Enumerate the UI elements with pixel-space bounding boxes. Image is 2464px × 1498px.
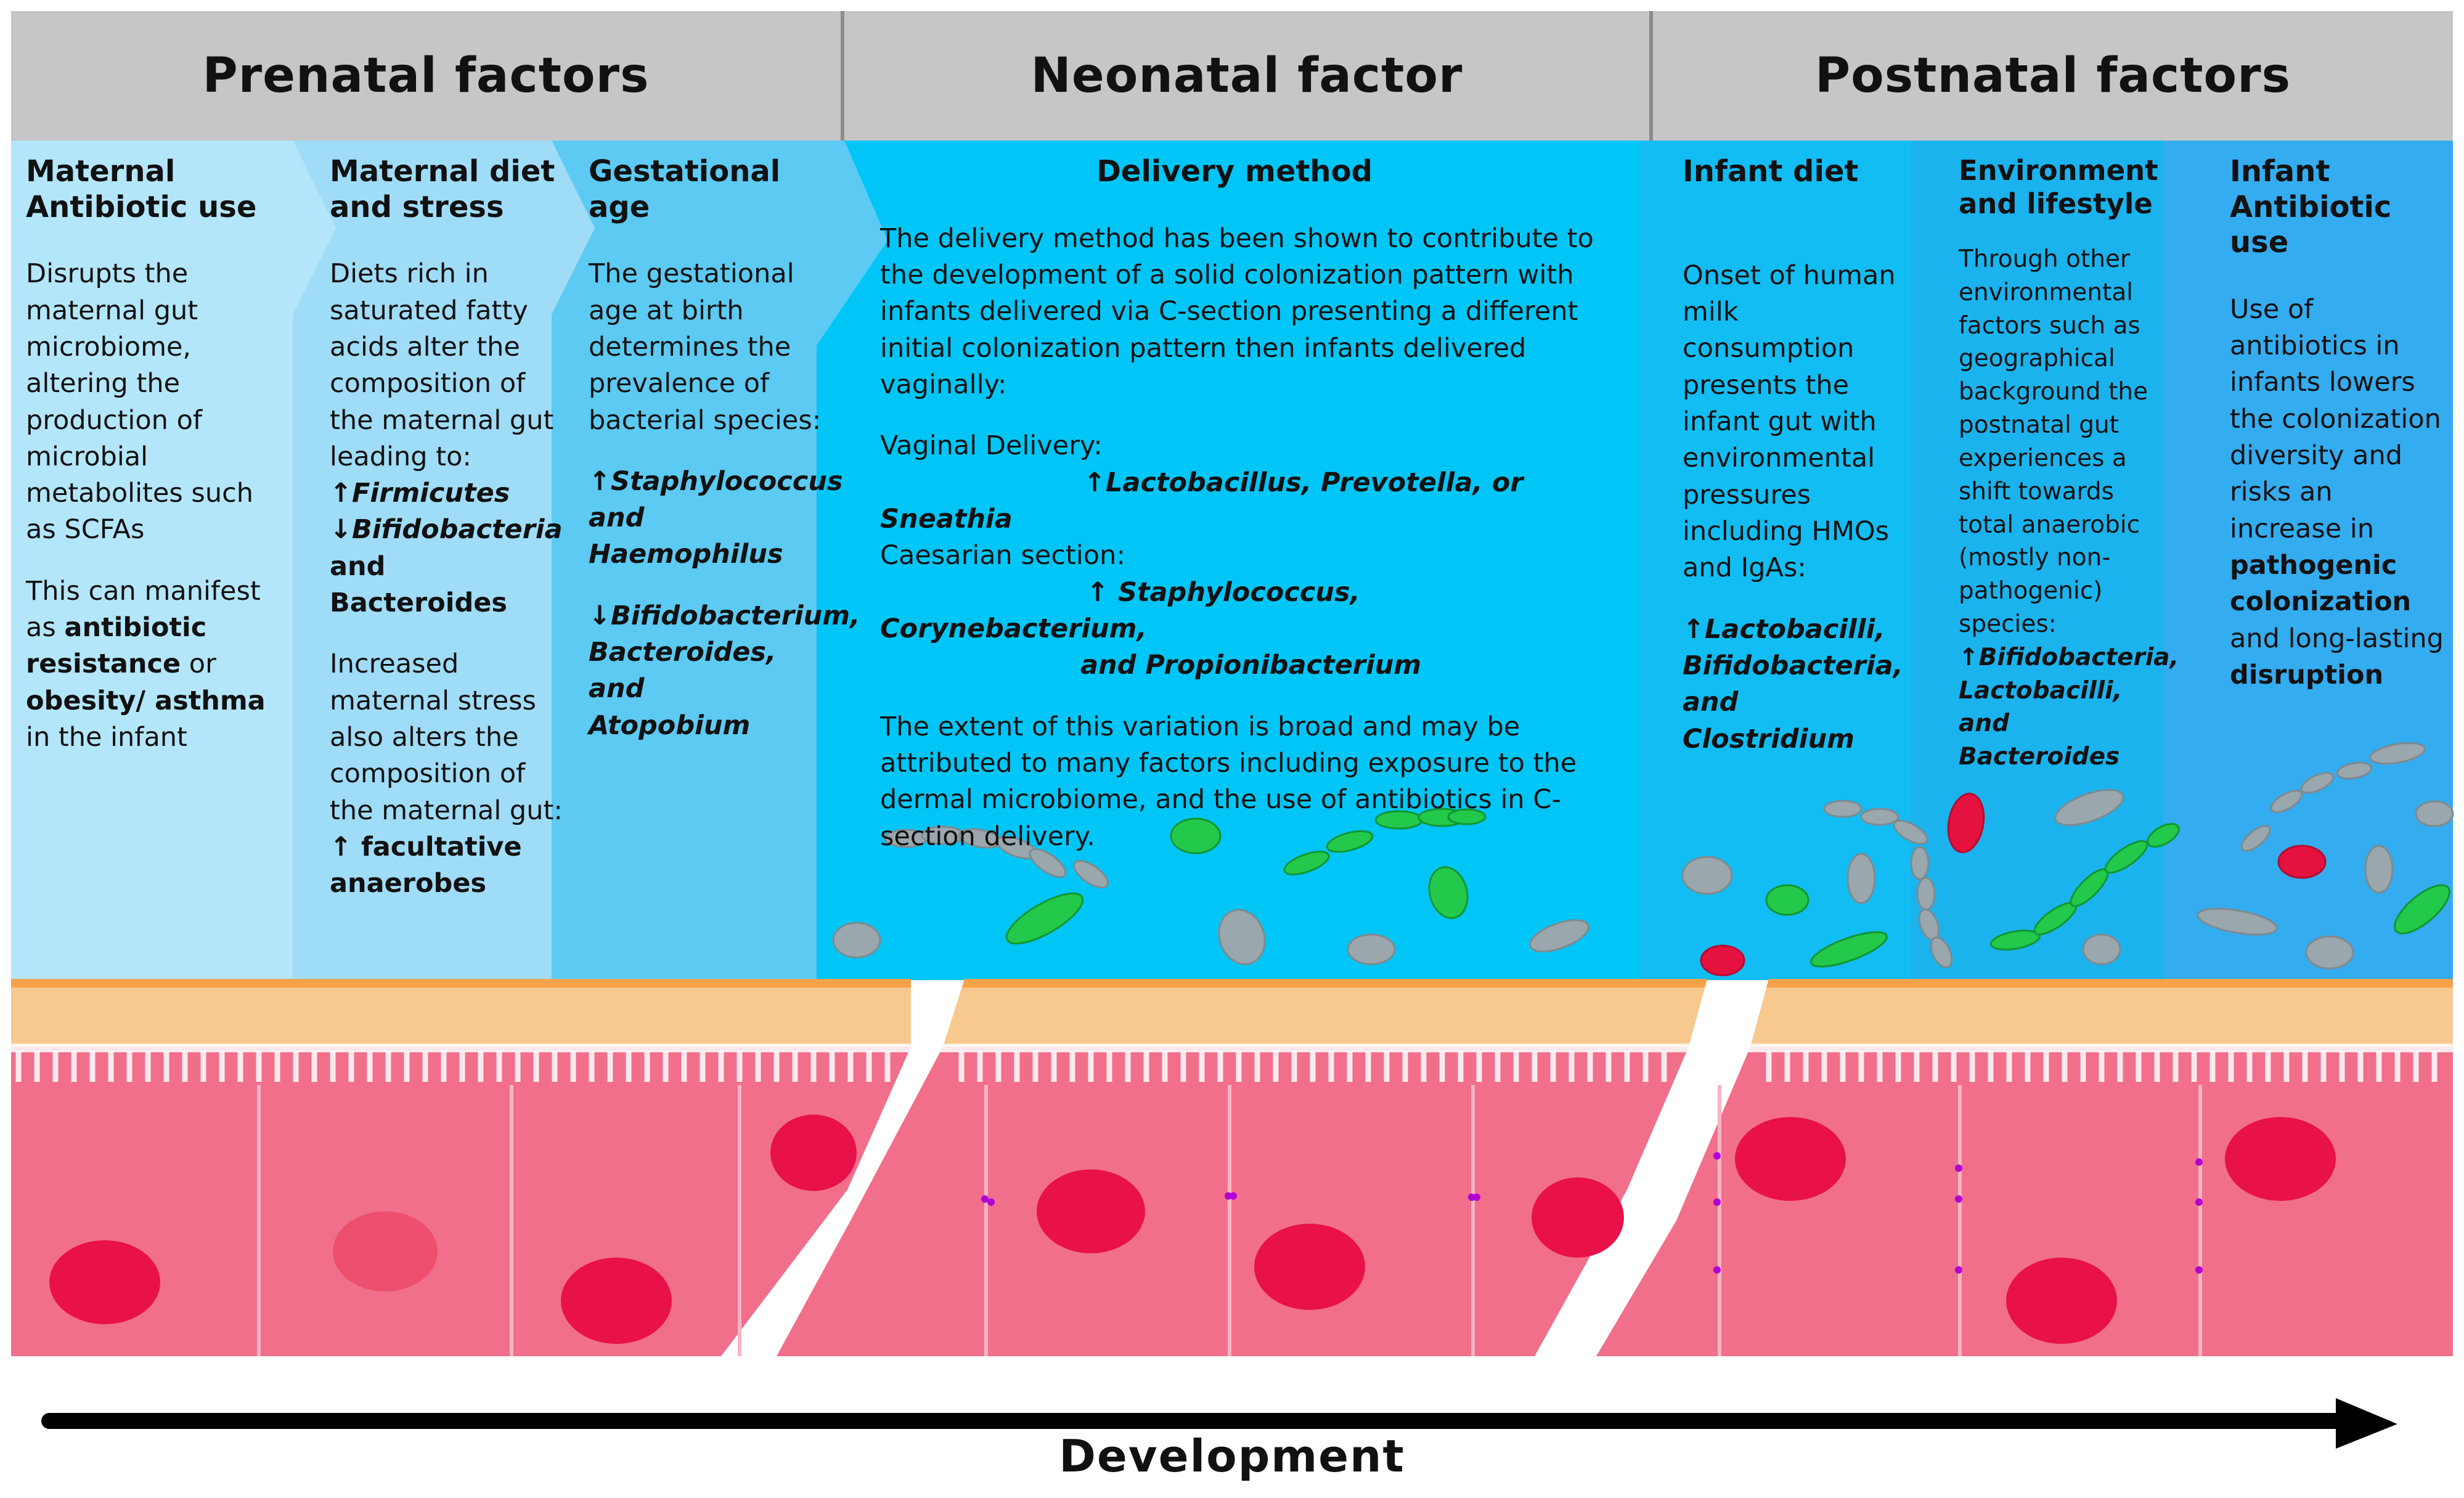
maternal-antibiotic-title: Maternal Antibiotic use <box>26 154 257 224</box>
bacteria-cluster-green <box>1005 808 2450 968</box>
band-delivery <box>817 141 1639 980</box>
gestational-age-down: ↓Bifidobacterium, Bacteroides, and Atopo… <box>589 600 860 741</box>
header-divider <box>1649 11 1653 141</box>
maternal-stress-text: Increased maternal stress also alters th… <box>330 649 563 899</box>
band-gestational-age <box>552 141 887 980</box>
environment-text: Through other environmental factors such… <box>1959 245 2179 771</box>
delivery-vaginal: Vaginal Delivery: ↑Lactobacillus, Prevot… <box>880 430 1524 681</box>
maternal-diet-title: Maternal diet and stress <box>330 154 555 224</box>
maternal-antibiotic-text: Disrupts the maternal gut microbiome, al… <box>26 258 253 546</box>
delivery-variation: The extent of this variation is broad an… <box>880 711 1577 852</box>
infant-diet-text: Onset of human milk consumption presents… <box>1683 260 1896 584</box>
environment-title: Environment and lifestyle <box>1959 154 2158 220</box>
band-infant-antibiotic <box>2163 141 2453 980</box>
development-label: Development <box>1059 1430 1405 1482</box>
header-postnatal: Postnatal factors <box>1653 11 2453 141</box>
col-maternal-antibiotic: Maternal Antibiotic use Disrupts the mat… <box>26 154 285 780</box>
col-delivery-method: Delivery method The delivery method has … <box>880 154 1626 880</box>
bacteria-cluster-red <box>1700 792 2327 976</box>
band-infant-diet <box>1639 141 1911 980</box>
band-maternal-diet <box>293 141 595 980</box>
band-maternal-antibiotic <box>11 141 336 980</box>
cell-nuclei <box>49 1115 2336 1344</box>
infant-antibiotic-text: Use of antibiotics in infants lowers the… <box>2230 293 2444 691</box>
gestational-age-up: ↑Staphylococcus and Haemophilus <box>589 465 843 570</box>
maternal-antibiotic-outcome: This can manifest as antibiotic resistan… <box>26 575 266 753</box>
gestational-age-text: The gestational age at birth determines … <box>589 258 822 436</box>
header-prenatal: Prenatal factors <box>11 11 841 141</box>
development-arrow <box>41 1398 2397 1449</box>
infant-diet-up: ↑Lactobacilli, Bifidobacteria, and Clost… <box>1683 613 1903 755</box>
bacteria-cluster <box>832 742 2454 970</box>
mucus-layer <box>11 979 2453 1047</box>
gestational-age-title: Gestational age <box>589 154 781 224</box>
infant-diet-title: Infant diet <box>1683 154 1859 189</box>
header-divider <box>841 11 844 141</box>
col-gestational-age: Gestational age The gestational age at b… <box>589 154 860 769</box>
tight-junctions <box>981 1152 2203 1274</box>
infant-antibiotic-title: Infant Antibiotic use <box>2230 154 2392 260</box>
maternal-diet-text: Diets rich in saturated fatty acids alte… <box>330 258 563 619</box>
col-infant-antibiotic: Infant Antibiotic use Use of antibiotics… <box>2230 154 2449 718</box>
col-environment: Environment and lifestyle Through other … <box>1959 154 2179 798</box>
col-maternal-diet: Maternal diet and stress Diets rich in s… <box>330 154 564 927</box>
delivery-text: The delivery method has been shown to co… <box>880 223 1594 400</box>
delivery-title: Delivery method <box>1096 154 1373 189</box>
col-infant-diet: Infant diet Onset of human milk consumpt… <box>1683 154 1917 782</box>
microvilli <box>15 1051 2437 1082</box>
header-neonatal: Neonatal factor <box>844 11 1649 141</box>
